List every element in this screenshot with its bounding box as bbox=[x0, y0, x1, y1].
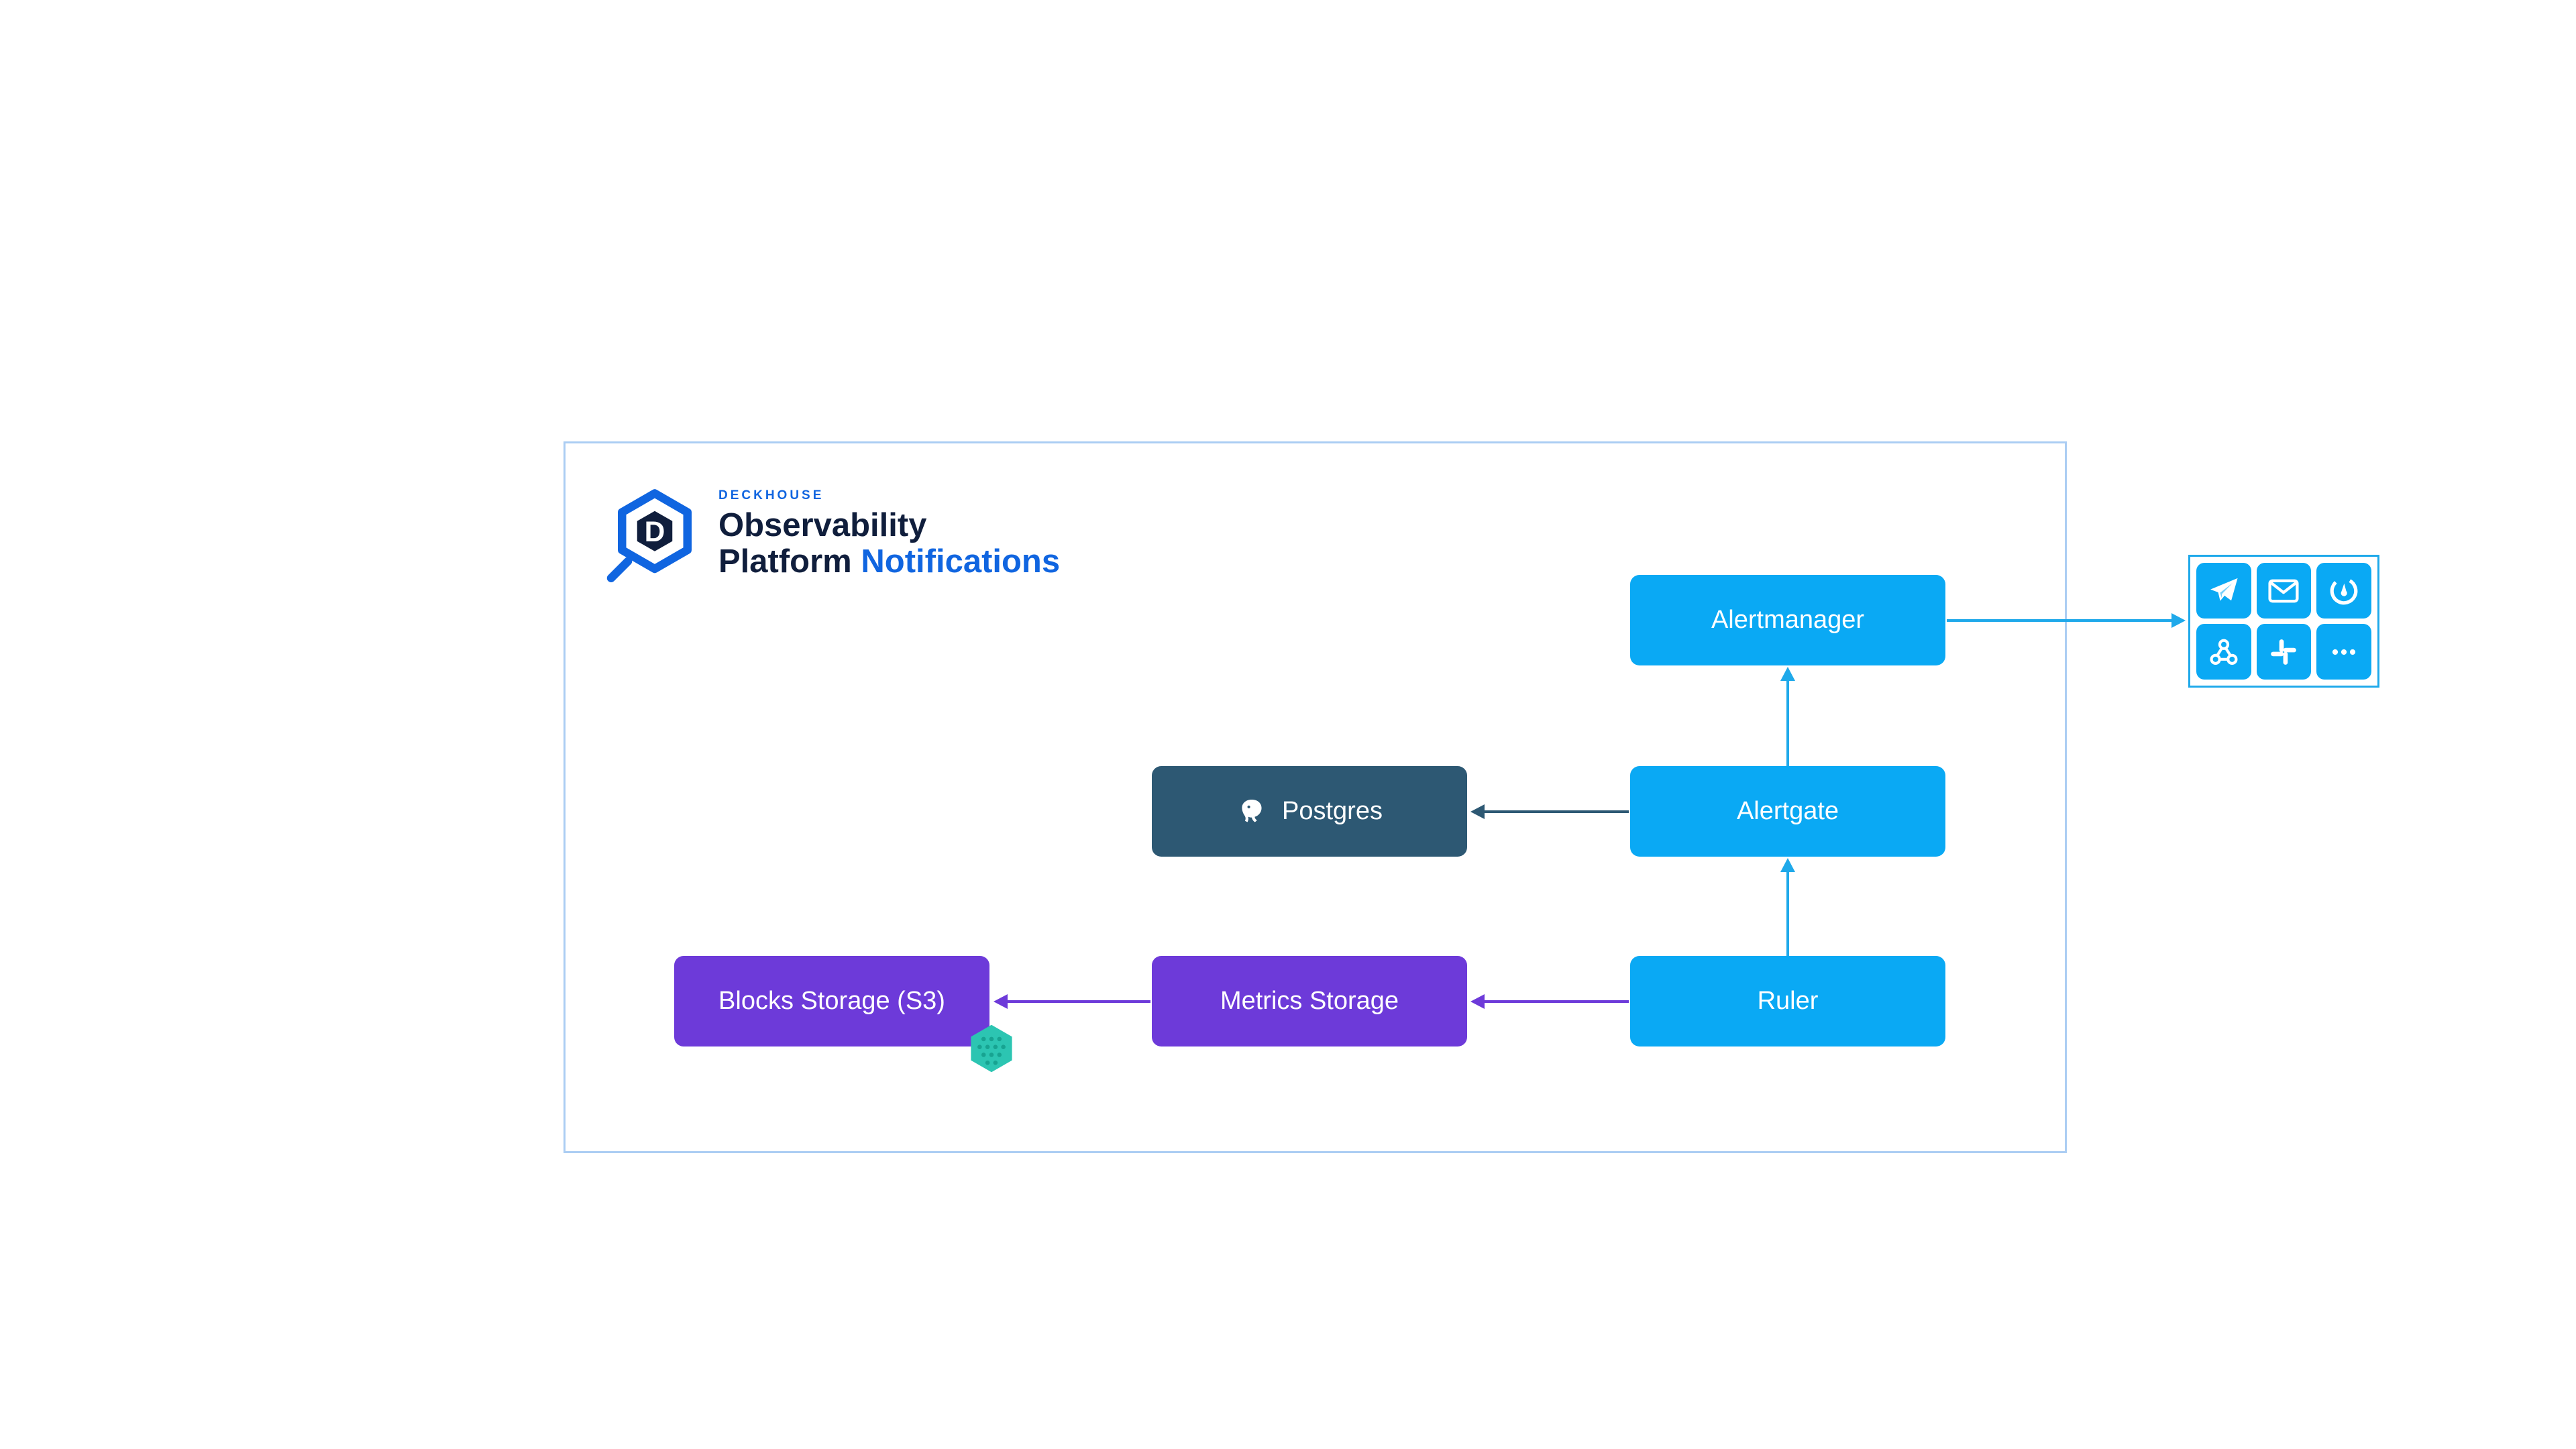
notification-channels-panel bbox=[2188, 555, 2379, 688]
product-title-line1: Observability bbox=[718, 506, 927, 543]
s3-hexagon-badge-icon bbox=[971, 1024, 1012, 1073]
deckhouse-logo: D DECKHOUSE Observability Platform Notif… bbox=[604, 478, 1060, 589]
node-blocks-storage-label: Blocks Storage (S3) bbox=[718, 987, 945, 1015]
node-alertgate-label: Alertgate bbox=[1736, 797, 1839, 825]
node-postgres: Postgres bbox=[1152, 766, 1467, 857]
channel-webhook bbox=[2196, 624, 2251, 680]
node-alertmanager-label: Alertmanager bbox=[1711, 606, 1865, 634]
email-icon bbox=[2268, 579, 2300, 602]
node-metrics-storage: Metrics Storage bbox=[1152, 956, 1467, 1046]
title-platform: Platform bbox=[718, 543, 852, 580]
channel-more bbox=[2316, 624, 2371, 680]
logo-wordmark: DECKHOUSE Observability Platform Notific… bbox=[718, 488, 1060, 580]
deckhouse-hexagon-icon: D bbox=[606, 489, 692, 582]
node-alertmanager: Alertmanager bbox=[1630, 575, 1945, 665]
postgres-elephant-icon bbox=[1242, 799, 1262, 822]
node-blocks-storage: Blocks Storage (S3) bbox=[674, 956, 989, 1046]
telegram-icon bbox=[2210, 578, 2238, 601]
title-notifications: Notifications bbox=[861, 543, 1061, 580]
node-metrics-storage-label: Metrics Storage bbox=[1220, 987, 1399, 1015]
platform-frame: D DECKHOUSE Observability Platform Notif… bbox=[564, 441, 2067, 1153]
channel-mattermost bbox=[2316, 563, 2371, 619]
product-title-line2: Platform Notifications bbox=[718, 543, 1060, 580]
node-ruler-label: Ruler bbox=[1757, 987, 1819, 1015]
node-alertgate: Alertgate bbox=[1630, 766, 1945, 857]
slack-icon bbox=[2271, 639, 2297, 665]
node-ruler: Ruler bbox=[1630, 956, 1945, 1046]
channel-email bbox=[2256, 563, 2312, 619]
mattermost-icon bbox=[2330, 577, 2358, 604]
channel-telegram bbox=[2196, 563, 2251, 619]
brand-name: DECKHOUSE bbox=[718, 488, 824, 502]
more-ellipsis-icon bbox=[2332, 649, 2356, 655]
channel-slack bbox=[2256, 624, 2312, 680]
webhook-icon bbox=[2210, 639, 2238, 665]
node-postgres-label: Postgres bbox=[1282, 797, 1383, 825]
logo-letter: D bbox=[645, 517, 665, 548]
